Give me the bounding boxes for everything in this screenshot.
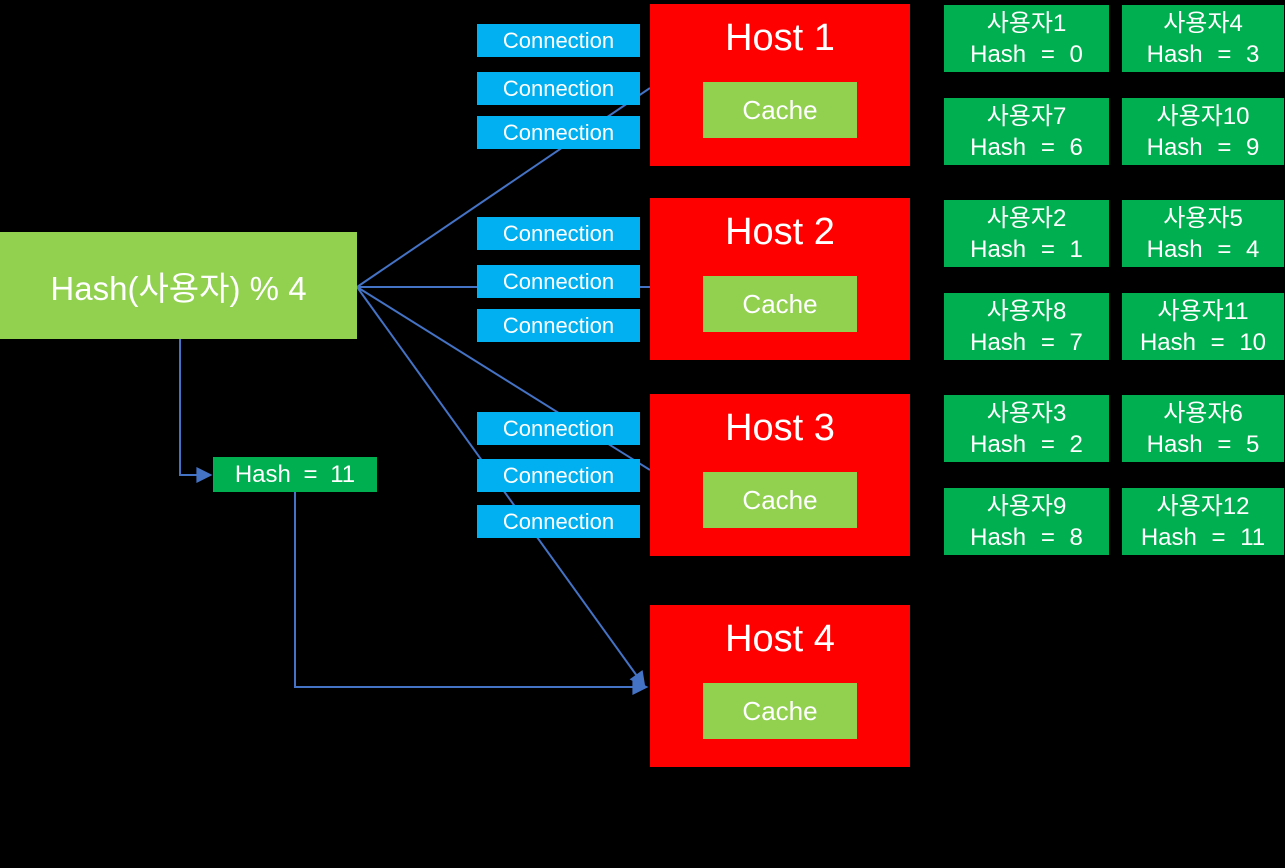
- user-hash-label: Hash = 8: [970, 523, 1083, 551]
- host-box-1: Host 1 Cache: [650, 4, 910, 166]
- hash-function-box: Hash(사용자) % 4: [0, 232, 357, 339]
- user-name-label: 사용자7: [986, 102, 1067, 130]
- hash-function-label: Hash(사용자) % 4: [50, 269, 307, 307]
- connection-box-host3-1: Connection: [477, 412, 640, 445]
- user-hash-label: Hash = 4: [1146, 235, 1260, 263]
- connection-label: Connection: [502, 462, 615, 488]
- host-box-2: Host 2 Cache: [650, 198, 910, 360]
- connection-box-host1-3: Connection: [477, 116, 640, 149]
- connection-label: Connection: [502, 27, 615, 53]
- host-box-4: Host 4 Cache: [650, 605, 910, 767]
- user-hash-label: Hash = 11: [1140, 523, 1266, 551]
- user-hash-label: Hash = 7: [970, 328, 1083, 356]
- cache-label: Cache: [742, 484, 818, 515]
- user-hash-label: Hash = 5: [1146, 430, 1260, 458]
- user-hash-label: Hash = 3: [1146, 40, 1260, 68]
- user-hash-label: Hash = 10: [1139, 328, 1267, 356]
- user-name-label: 사용자6: [1163, 399, 1243, 427]
- user-name-label: 사용자4: [1163, 9, 1243, 37]
- connection-label: Connection: [502, 268, 615, 294]
- connection-box-host2-1: Connection: [477, 217, 640, 250]
- host-title-3: Host 3: [725, 407, 835, 449]
- connection-box-host3-2: Connection: [477, 459, 640, 492]
- cache-label: Cache: [742, 94, 818, 125]
- connection-box-host2-3: Connection: [477, 309, 640, 342]
- cache-box-host2: Cache: [703, 276, 857, 332]
- user-hash-label: Hash = 1: [970, 235, 1083, 263]
- user-name-label: 사용자3: [986, 399, 1067, 427]
- user-name-label: 사용자9: [986, 492, 1067, 520]
- connection-box-host1-2: Connection: [477, 72, 640, 105]
- user-name-label: 사용자12: [1156, 492, 1250, 520]
- hash-result-box: Hash = 11: [213, 457, 377, 492]
- user-hash-label: Hash = 6: [970, 133, 1083, 161]
- user-name-label: 사용자11: [1157, 297, 1249, 325]
- host-title-1: Host 1: [725, 17, 835, 59]
- connection-box-host1-1: Connection: [477, 24, 640, 57]
- user-hash-label: Hash = 2: [970, 430, 1083, 458]
- host-box-3: Host 3 Cache: [650, 394, 910, 556]
- connection-box-host2-2: Connection: [477, 265, 640, 298]
- host-title-2: Host 2: [725, 211, 835, 253]
- arrow-hash11-to-host4: [294, 492, 649, 695]
- hash-result-label: Hash = 11: [234, 460, 356, 488]
- connection-label: Connection: [502, 415, 615, 441]
- cache-label: Cache: [742, 288, 818, 319]
- cache-box-host1: Cache: [703, 82, 857, 138]
- cache-label: Cache: [742, 695, 818, 726]
- user-hash-label: Hash = 9: [1146, 133, 1260, 161]
- user-name-label: 사용자8: [986, 297, 1067, 325]
- connection-label: Connection: [502, 312, 615, 338]
- connection-box-host3-3: Connection: [477, 505, 640, 538]
- user-hash-label: Hash = 0: [970, 40, 1083, 68]
- connection-label: Connection: [502, 119, 615, 145]
- user-name-label: 사용자1: [986, 9, 1067, 37]
- host-title-4: Host 4: [725, 618, 835, 660]
- user-name-label: 사용자5: [1163, 204, 1243, 232]
- arrow-hash-to-hash11: [179, 339, 213, 483]
- user-name-label: 사용자2: [986, 204, 1067, 232]
- connection-label: Connection: [502, 75, 615, 101]
- connection-label: Connection: [502, 508, 615, 534]
- cache-box-host4: Cache: [703, 683, 857, 739]
- user-name-label: 사용자10: [1156, 102, 1250, 130]
- cache-box-host3: Cache: [703, 472, 857, 528]
- connection-label: Connection: [502, 220, 615, 246]
